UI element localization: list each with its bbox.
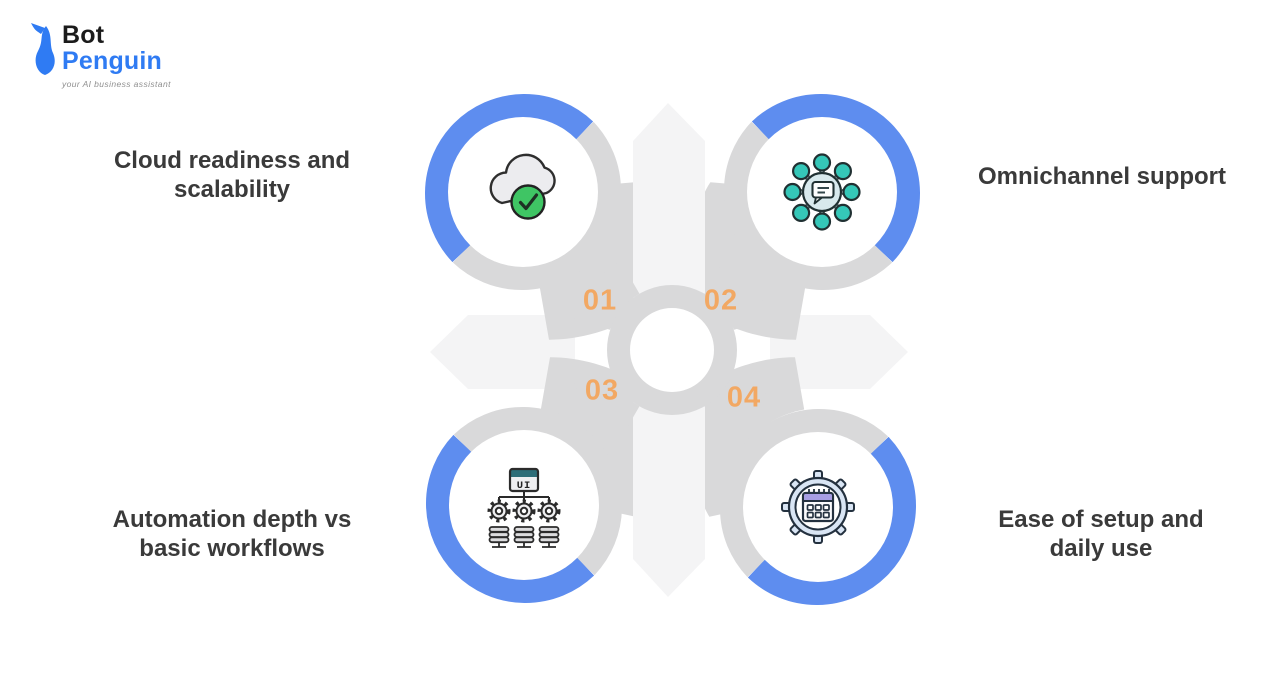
item-label-automation-depth: Automation depth vs basic workflows <box>112 506 352 562</box>
logo-tagline: your AI business assistant <box>62 78 171 89</box>
gear-calendar-icon <box>781 470 855 544</box>
star-arrow-west <box>430 315 575 389</box>
botpenguin-logo: Bot Penguin your AI business assistant <box>24 22 171 89</box>
star-arrow-north <box>633 103 705 300</box>
ring-gray-halves <box>452 121 893 578</box>
item-label-omnichannel: Omnichannel support <box>977 163 1226 190</box>
cloud-checkmark-icon <box>489 153 556 220</box>
center-hub <box>574 260 770 440</box>
ui-label-text: UI <box>517 480 532 492</box>
ring-blue-halves <box>425 94 920 605</box>
ui-automation-stack-icon: UI <box>487 467 561 548</box>
step-number-04: 04 <box>726 381 762 414</box>
step-number-01: 01 <box>582 284 618 317</box>
step-number-03: 03 <box>584 374 620 407</box>
step-number-02: 02 <box>703 284 739 317</box>
star-arrow-south <box>633 400 705 597</box>
item-label-ease-of-setup: Ease of setup and daily use <box>998 506 1204 562</box>
item-label-cloud-readiness: Cloud readiness and scalability <box>113 147 351 203</box>
penguin-icon <box>31 23 55 75</box>
star-arrow-east <box>770 315 908 389</box>
logo-text-penguin: Penguin <box>62 47 163 76</box>
omnichannel-network-icon <box>783 153 861 231</box>
logo-text-bot: Bot <box>62 21 105 49</box>
